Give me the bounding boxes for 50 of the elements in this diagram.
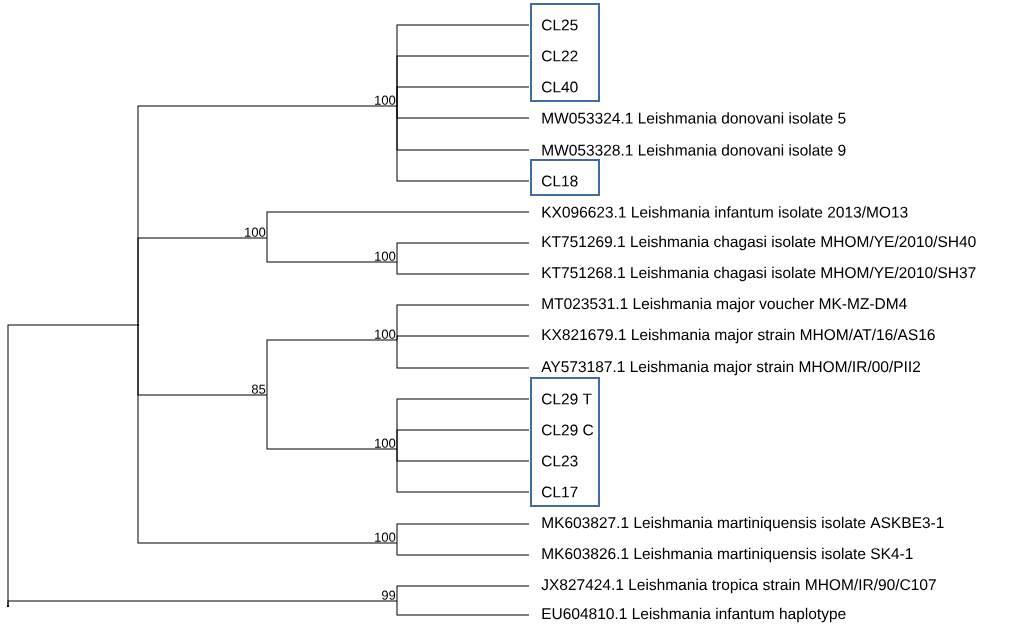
taxon-label: CL18 [542, 175, 578, 187]
tree-branch [396, 585, 530, 602]
taxon-label: KX821679.1 Leishmania major strain MHOM/AT/16/AS16 [542, 328, 935, 344]
tree-branch [137, 237, 268, 325]
tree-branch [396, 542, 530, 556]
bootstrap-value: 85 [251, 384, 266, 394]
tree-branch [396, 339, 530, 369]
bootstrap-value: 100 [375, 251, 396, 261]
tree-branch [396, 429, 530, 450]
taxon-label: CL40 [542, 81, 578, 93]
tree-branch [7, 600, 398, 606]
tree-branch [266, 237, 398, 263]
tree-branch [266, 394, 398, 450]
taxon-label: KX096623.1 Leishmania infantum isolate 2013/MO13 [542, 206, 908, 218]
bootstrap-value: 100 [375, 532, 396, 542]
bootstrap-value: 99 [381, 590, 396, 600]
tree-branch [396, 105, 530, 182]
bootstrap-value: 100 [245, 227, 266, 237]
taxon-label: CL29 C [542, 424, 594, 436]
taxon-label: MW053328.1 Leishmania donovani isolate 9 [542, 144, 846, 156]
bootstrap-value: 100 [375, 329, 396, 339]
tree-branch [396, 335, 530, 341]
tree-branch [266, 339, 398, 396]
tree-branch [266, 211, 530, 239]
highlight-box [530, 3, 600, 102]
taxon-label: KT751268.1 Leishmania chagasi isolate MHOM/YE/2010/SH37 [542, 266, 976, 282]
taxon-label: MW053324.1 Leishmania donovani isolate 5 [542, 112, 846, 124]
taxon-label: MK603827.1 Leishmania martiniquensis isolate ASKBE3-1 [542, 516, 944, 532]
taxon-label: CL29 T [542, 393, 592, 405]
tree-branch [396, 523, 530, 544]
taxon-label: MT023531.1 Leishmania major voucher MK-MZ-DM4 [542, 297, 907, 313]
taxon-label: JX827424.1 Leishmania tropica strain MHOM/IR/90/C107 [541, 578, 936, 594]
bootstrap-value: 100 [375, 95, 396, 105]
highlight-box [530, 159, 600, 196]
taxon-label: MK603826.1 Leishmania martiniquensis isolate SK4-1 [542, 547, 913, 563]
taxon-label: EU604810.1 Leishmania infantum haplotype [542, 607, 846, 623]
bootstrap-value: 100 [375, 438, 396, 448]
taxon-label: CL17 [542, 486, 578, 498]
taxon-label: CL25 [542, 19, 578, 31]
taxon-label: AY573187.1 Leishmania major strain MHOM/IR/00/PII2 [541, 360, 920, 376]
tree-branch [396, 86, 530, 107]
taxon-label: CL22 [542, 50, 578, 62]
taxon-label: CL23 [542, 455, 578, 467]
tree-branch [396, 242, 530, 263]
tree-branch [396, 600, 530, 616]
highlight-box [530, 377, 600, 507]
tree-branch [396, 261, 530, 275]
taxon-label: KT751269.1 Leishmania chagasi isolate MHOM/YE/2010/SH40 [542, 235, 976, 251]
tree-branch [396, 448, 530, 493]
tree-branch [137, 325, 398, 544]
